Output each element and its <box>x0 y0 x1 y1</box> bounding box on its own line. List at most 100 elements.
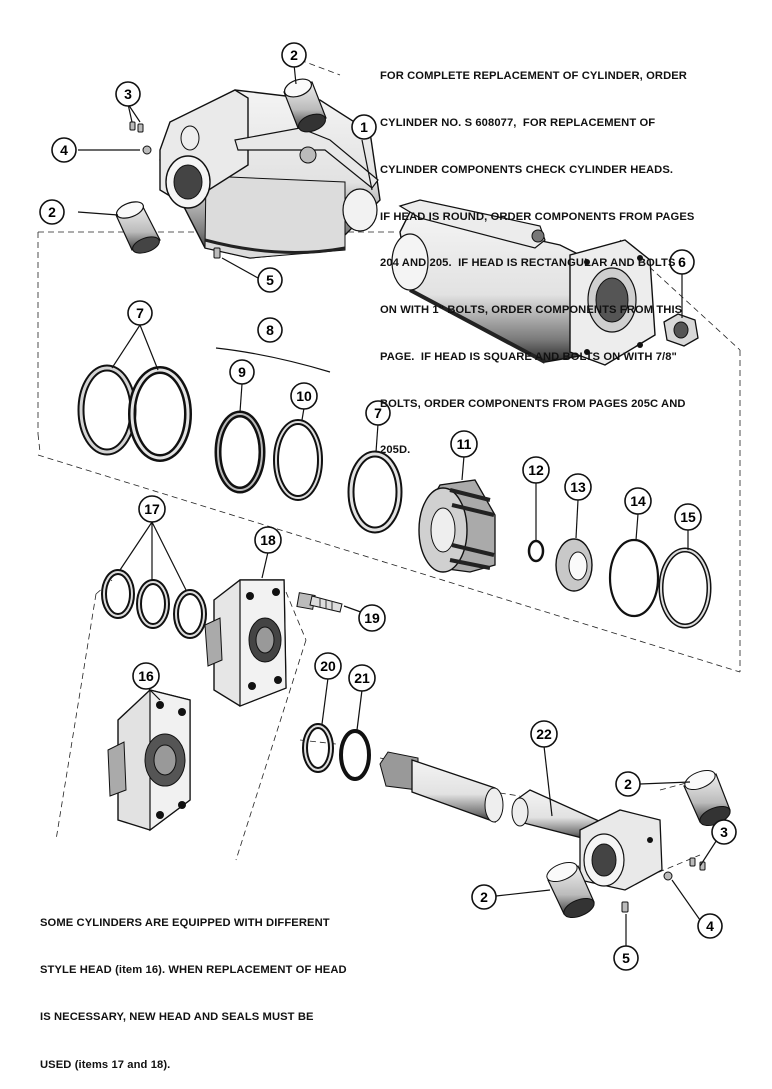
callout-5-bottom: 5 <box>613 945 639 971</box>
collar-13 <box>555 538 593 592</box>
callout-2-bottom-right-number: 2 <box>624 776 632 792</box>
seal-ring-7a <box>77 364 137 456</box>
callout-5-top: 5 <box>257 267 283 293</box>
callout-11: 11 <box>450 430 478 458</box>
seal-ring-7b <box>128 366 192 462</box>
callout-13: 13 <box>564 473 592 501</box>
callout-13-number: 13 <box>570 479 586 495</box>
hex-nut-6 <box>663 313 699 347</box>
callout-4-bottom: 4 <box>697 913 723 939</box>
piston-rod-22 <box>379 751 663 891</box>
note-line: 204 AND 205. IF HEAD IS RECTANGULAR AND … <box>380 257 676 270</box>
seal-ring-10 <box>273 419 323 501</box>
grease-fitting-group-bottom <box>621 857 706 913</box>
callout-7-mid-number: 7 <box>374 405 382 421</box>
callout-2-left-number: 2 <box>48 204 56 220</box>
callout-22-number: 22 <box>536 726 552 742</box>
callout-8-number: 8 <box>266 322 274 338</box>
callout-16-number: 16 <box>138 668 154 684</box>
callout-20: 20 <box>314 652 342 680</box>
callout-2-bottom-left: 2 <box>471 884 497 910</box>
seal-ring-9 <box>214 410 266 494</box>
note-line: BOLTS, ORDER COMPONENTS FROM PAGES 205C … <box>380 397 686 410</box>
callout-4-top: 4 <box>51 137 77 163</box>
alternate-head-note: SOME CYLINDERS ARE EQUIPPED WITH DIFFERE… <box>40 884 347 1089</box>
callout-1-number: 1 <box>360 119 368 135</box>
bushing-2-bottom-b <box>546 861 595 919</box>
note-line: IS NECESSARY, NEW HEAD AND SEALS MUST BE <box>40 1011 314 1024</box>
seal-ring-7c <box>347 450 403 534</box>
callout-15: 15 <box>674 503 702 531</box>
callout-2-bottom-left-number: 2 <box>480 889 488 905</box>
callout-17-number: 17 <box>144 501 160 517</box>
callout-10-number: 10 <box>296 388 312 404</box>
callout-19-number: 19 <box>364 610 380 626</box>
callout-1: 1 <box>351 114 377 140</box>
bushing-2-top-b <box>115 201 161 254</box>
callout-20-number: 20 <box>320 658 336 674</box>
note-line: IF HEAD IS ROUND, ORDER COMPONENTS FROM … <box>380 210 695 223</box>
bushing-2-bottom-a <box>683 769 731 827</box>
callout-22: 22 <box>530 720 558 748</box>
bolt-19 <box>296 592 343 613</box>
callout-12: 12 <box>522 456 550 484</box>
callout-9-number: 9 <box>238 364 246 380</box>
packing-rings-17 <box>101 569 207 639</box>
callout-6-number: 6 <box>678 254 686 270</box>
seal-21 <box>339 729 371 781</box>
cylinder-head-18 <box>204 579 287 707</box>
callout-7-left: 7 <box>127 300 153 326</box>
callout-3-top-number: 3 <box>124 86 132 102</box>
callout-15-number: 15 <box>680 509 696 525</box>
callout-14: 14 <box>624 487 652 515</box>
callout-19: 19 <box>358 604 386 632</box>
cylinder-head-16 <box>107 689 191 832</box>
callout-6: 6 <box>669 249 695 275</box>
callout-17: 17 <box>138 495 166 523</box>
callout-9: 9 <box>229 359 255 385</box>
callout-2-top-number: 2 <box>290 47 298 63</box>
grease-fitting-group-top <box>129 121 221 259</box>
callout-2-left: 2 <box>39 199 65 225</box>
backup-ring-15 <box>658 547 712 629</box>
callout-12-number: 12 <box>528 462 544 478</box>
note-line: FOR COMPLETE REPLACEMENT OF CYLINDER, OR… <box>380 70 687 83</box>
callout-7-mid: 7 <box>365 400 391 426</box>
callout-18: 18 <box>254 526 282 554</box>
callout-3-bottom: 3 <box>711 819 737 845</box>
note-line: USED (items 17 and 18). <box>40 1058 171 1071</box>
exploded-parts-diagram: 1 2 2 2 2 3 3 4 4 5 5 6 <box>37 42 741 971</box>
callout-18-number: 18 <box>260 532 276 548</box>
callout-5-bottom-number: 5 <box>622 950 630 966</box>
note-line: PAGE. IF HEAD IS SQUARE AND BOLTS ON WIT… <box>380 350 677 363</box>
callout-5-top-number: 5 <box>266 272 274 288</box>
callout-3-bottom-number: 3 <box>720 824 728 840</box>
callout-21-number: 21 <box>354 670 370 686</box>
piston-11 <box>418 479 496 573</box>
callout-11-number: 11 <box>457 436 472 452</box>
note-line: STYLE HEAD (item 16). WHEN REPLACEMENT O… <box>40 963 347 976</box>
o-ring-14 <box>608 538 660 618</box>
replacement-instructions-note: FOR COMPLETE REPLACEMENT OF CYLINDER, OR… <box>380 38 694 475</box>
callout-2-top: 2 <box>281 42 307 68</box>
note-line: ON WITH 1" BOLTS, ORDER COMPONENTS FROM … <box>380 304 683 317</box>
note-line: CYLINDER COMPONENTS CHECK CYLINDER HEADS… <box>380 163 674 176</box>
callout-10: 10 <box>290 382 318 410</box>
callout-21: 21 <box>348 664 376 692</box>
cylinder-barrel-right <box>391 199 656 366</box>
callout-14-number: 14 <box>630 493 646 509</box>
note-line: CYLINDER NO. S 608077, FOR REPLACEMENT O… <box>380 116 656 129</box>
o-ring-12 <box>527 539 545 563</box>
note-line: SOME CYLINDERS ARE EQUIPPED WITH DIFFERE… <box>40 916 330 929</box>
note-line: 205D. <box>380 444 411 457</box>
callout-16: 16 <box>132 662 160 690</box>
callout-2-bottom-right: 2 <box>615 771 641 797</box>
cylinder-barrel-left <box>159 89 381 259</box>
callout-3-top: 3 <box>115 81 141 107</box>
leader-lines <box>77 63 723 948</box>
wiper-20 <box>302 723 334 773</box>
callout-7-left-number: 7 <box>136 305 144 321</box>
callout-8: 8 <box>257 317 283 343</box>
callout-4-top-number: 4 <box>60 142 68 158</box>
callout-4-bottom-number: 4 <box>706 918 714 934</box>
